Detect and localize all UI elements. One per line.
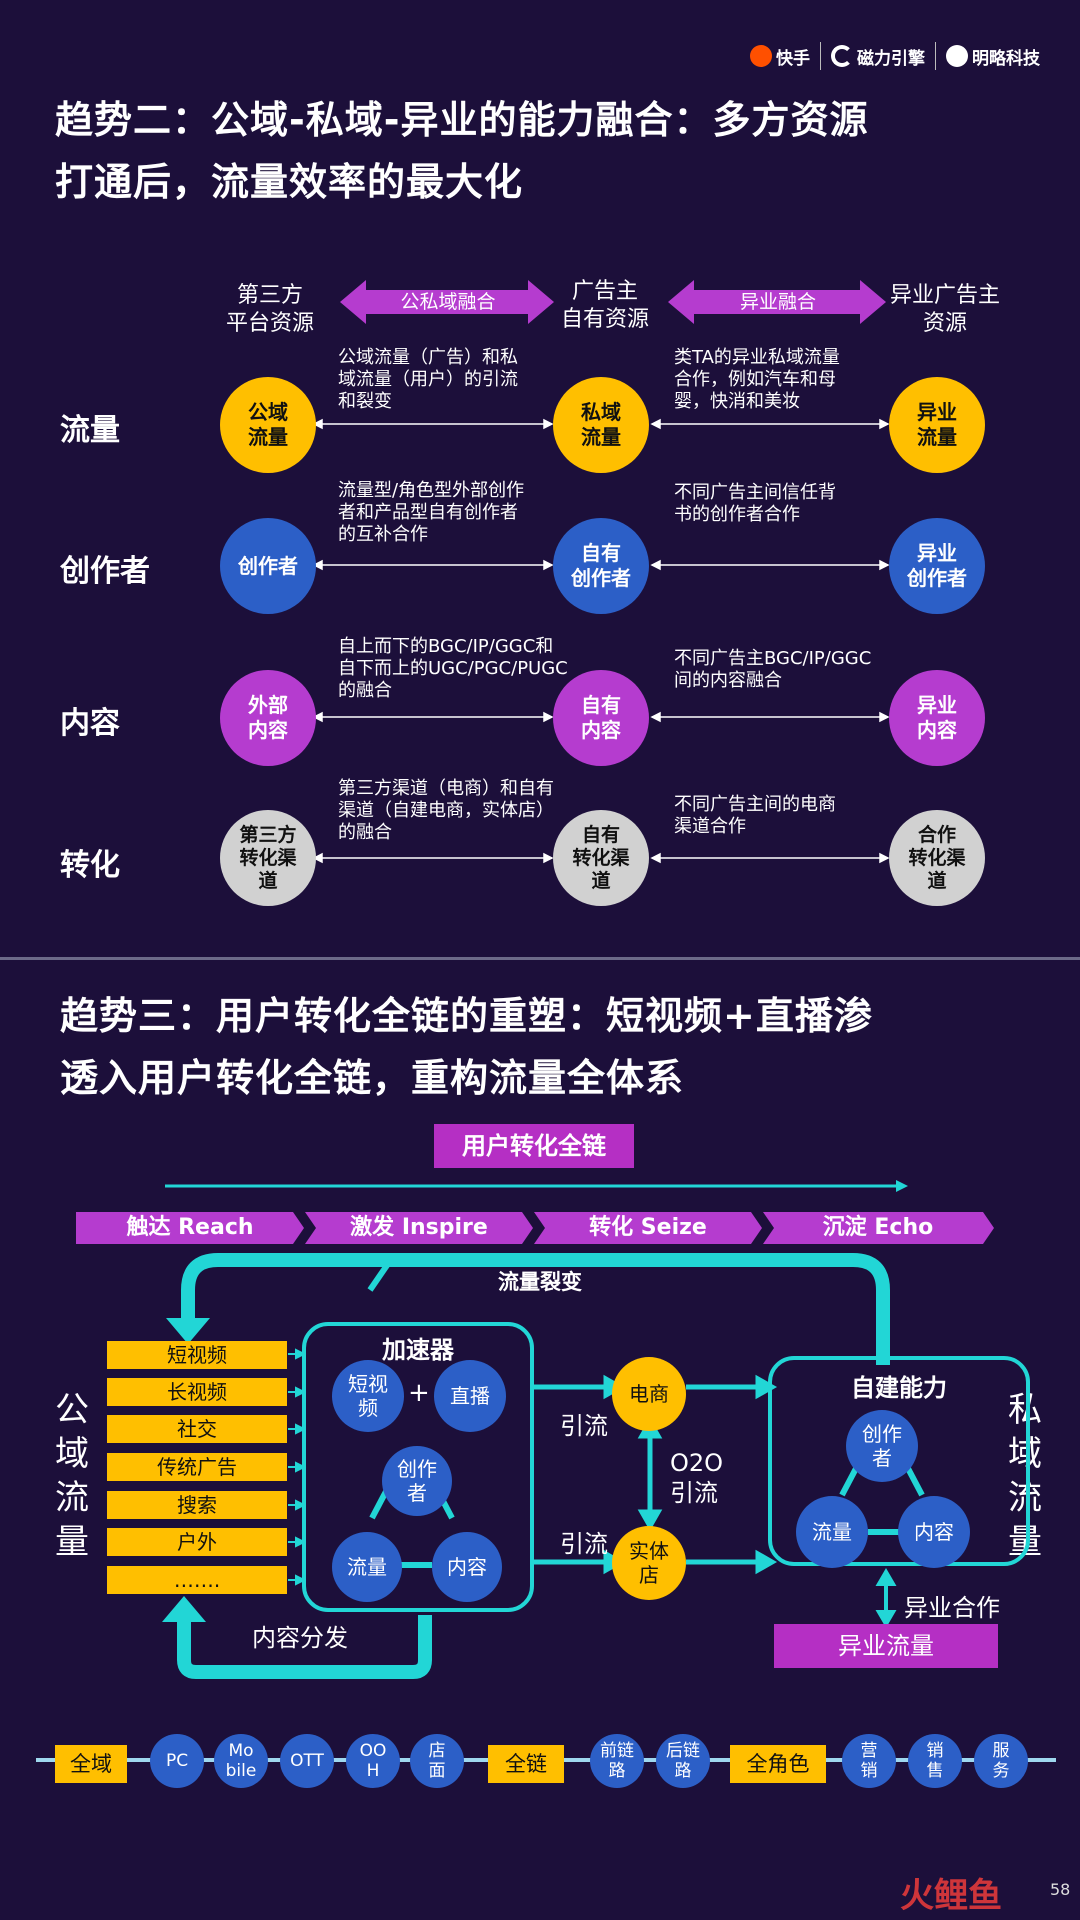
source-search: 搜索 [107, 1491, 287, 1519]
self-built-panel [768, 1356, 1030, 1566]
cili-icon [831, 45, 853, 67]
user-conversion-chain-banner: 用户转化全链 [434, 1124, 634, 1168]
cross-traffic-node: 异业 流量 [889, 377, 985, 473]
content-desc-right: 不同广告主BGC/IP/GGC 间的内容融合 [674, 648, 872, 691]
physical-store-node: 实体 店 [612, 1526, 686, 1600]
group-all-roles: 全角色 [730, 1745, 826, 1783]
cross-traffic-box: 异业流量 [774, 1624, 998, 1668]
column-advertiser-own: 广告主 自有资源 [560, 279, 649, 332]
partner-channel-node: 合作 转化渠 道 [889, 810, 985, 906]
minglue-label: 明略科技 [972, 48, 1040, 69]
group-all-domain: 全域 [55, 1745, 127, 1783]
cross-industry-fusion-label: 异业融合 [739, 291, 816, 313]
source-social: 社交 [107, 1415, 287, 1443]
short-video-node: 短视 频 [332, 1360, 404, 1432]
cross-cooperation-label: 异业合作 [904, 1594, 1000, 1622]
creators-desc-left: 流量型/角色型外部创作 者和产品型自有创作者 的互补合作 [338, 480, 525, 545]
external-content-node: 外部 内容 [220, 670, 316, 766]
column-cross-advertiser: 异业广告主 资源 [889, 283, 1000, 336]
private-traffic-node: 私域 流量 [553, 377, 649, 473]
accelerator-content-node: 内容 [432, 1532, 502, 1602]
accelerator-panel [302, 1322, 534, 1612]
source-short-video: 短视频 [107, 1341, 287, 1369]
public-private-fusion-label: 公私域融合 [400, 291, 496, 313]
cili-logo: 磁力引擎 [831, 44, 925, 69]
domain-store: 店 面 [410, 1734, 464, 1788]
domain-ott: OTT [280, 1734, 334, 1788]
ecommerce-node: 电商 [612, 1357, 686, 1431]
cross-content-node: 异业 内容 [889, 670, 985, 766]
row-label-creators: 创作者 [60, 554, 150, 589]
source-outdoor: 户外 [107, 1528, 287, 1556]
logo-separator [820, 42, 821, 70]
role-sales: 销 售 [908, 1734, 962, 1788]
chain-front: 前链 路 [590, 1734, 644, 1788]
chain-back: 后链 路 [656, 1734, 710, 1788]
public-traffic-label: 公 域 流 量 [55, 1390, 89, 1562]
page-number: 58 [1050, 1880, 1071, 1899]
cili-label: 磁力引擎 [857, 48, 925, 69]
row-label-content: 内容 [60, 706, 120, 741]
logo-bar: 快手 磁力引擎 明略科技 [750, 36, 1040, 76]
section-divider [0, 957, 1080, 960]
accelerator-creator-node: 创作 者 [382, 1446, 452, 1516]
kuaishou-label: 快手 [776, 48, 810, 69]
domain-pc: PC [150, 1734, 204, 1788]
creators-desc-right: 不同广告主间信任背 书的创作者合作 [674, 482, 836, 525]
own-content-node: 自有 内容 [553, 670, 649, 766]
cross-creator-node: 异业 创作者 [889, 518, 985, 614]
plus-sign: + [408, 1378, 430, 1408]
self-built-title: 自建能力 [851, 1374, 947, 1402]
traffic-desc-right: 类TA的异业私域流量 合作，例如汽车和母 婴，快消和美妆 [674, 347, 840, 412]
guide-label-top: 引流 [560, 1412, 608, 1440]
content-distribution-label: 内容分发 [252, 1624, 348, 1652]
content-desc-left: 自上而下的BGC/IP/GGC和 自下而上的UGC/PGC/PUGC 的融合 [338, 636, 568, 701]
stage-reach: 触达 Reach [126, 1215, 254, 1240]
minglue-logo: 明略科技 [946, 44, 1040, 69]
column-third-party: 第三方 平台资源 [225, 283, 314, 336]
trend3-title-line2: 透入用户转化全链，重构流量全体系 [60, 1056, 685, 1100]
domain-mobile: Mo bile [214, 1734, 268, 1788]
stage-seize: 转化 Seize [589, 1215, 707, 1240]
kuaishou-logo: 快手 [750, 44, 810, 69]
traffic-fission-label: 流量裂变 [498, 1270, 582, 1294]
trend2-title-line1: 趋势二：公域-私域-异业的能力融合：多方资源 [55, 98, 869, 142]
minglue-icon [946, 45, 968, 67]
trend3-title-line1: 趋势三：用户转化全链的重塑：短视频+直播渗 [60, 994, 873, 1038]
external-creator-node: 创作者 [220, 518, 316, 614]
self-built-creator-node: 创作 者 [846, 1410, 918, 1482]
third-party-channel-node: 第三方 转化渠 道 [220, 810, 316, 906]
row-label-conversion: 转化 [60, 848, 120, 883]
role-service: 服 务 [974, 1734, 1028, 1788]
own-channel-node: 自有 转化渠 道 [553, 810, 649, 906]
source-more: ……. [107, 1566, 287, 1594]
group-full-chain: 全链 [488, 1745, 564, 1783]
domain-ooh: OO H [346, 1734, 400, 1788]
guide-label-bottom: 引流 [560, 1530, 608, 1558]
kuaishou-icon [750, 45, 772, 67]
conversion-desc-left: 第三方渠道（电商）和自有 渠道（自建电商，实体店） 的融合 [338, 778, 554, 843]
public-traffic-node: 公域 流量 [220, 377, 316, 473]
traffic-desc-left: 公域流量（广告）和私 域流量（用户）的引流 和裂变 [338, 347, 518, 412]
o2o-guide-label: O2O 引流 [670, 1449, 724, 1507]
conversion-desc-right: 不同广告主间的电商 渠道合作 [674, 794, 836, 837]
source-long-video: 长视频 [107, 1378, 287, 1406]
source-traditional-ads: 传统广告 [107, 1453, 287, 1481]
stage-inspire: 激发 Inspire [350, 1215, 488, 1240]
own-creator-node: 自有 创作者 [553, 518, 649, 614]
live-node: 直播 [434, 1360, 506, 1432]
accelerator-traffic-node: 流量 [332, 1532, 402, 1602]
row-label-traffic: 流量 [60, 413, 120, 448]
self-built-traffic-node: 流量 [796, 1496, 868, 1568]
role-marketing: 营 销 [842, 1734, 896, 1788]
watermark-logo: 火鲤鱼 [900, 1876, 1002, 1916]
self-built-content-node: 内容 [898, 1496, 970, 1568]
stage-echo: 沉淀 Echo [822, 1215, 934, 1240]
accelerator-title: 加速器 [382, 1336, 454, 1364]
logo-separator [935, 42, 936, 70]
trend2-title-line2: 打通后，流量效率的最大化 [55, 160, 524, 204]
